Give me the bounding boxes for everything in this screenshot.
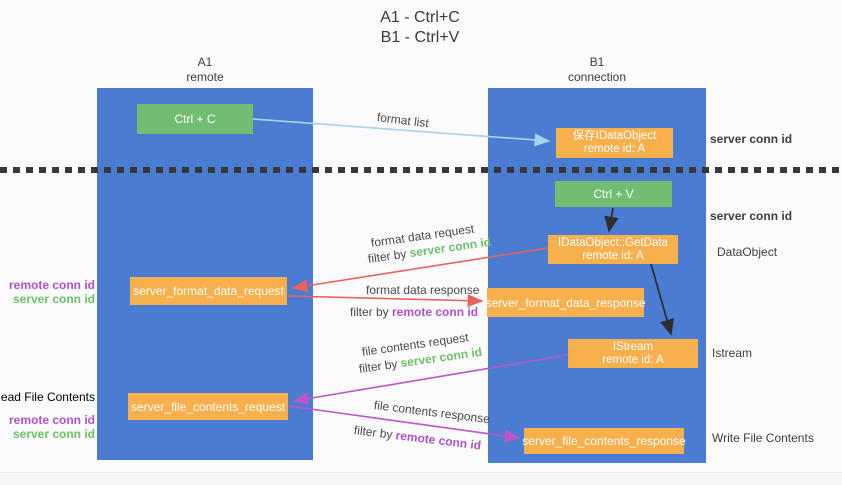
footer-strip bbox=[0, 472, 842, 485]
node-save-idataobject-line2: remote id: A bbox=[583, 143, 646, 155]
title-line-2: B1 - Ctrl+V bbox=[380, 29, 460, 46]
filter-key-remote-conn-id: remote conn id bbox=[392, 305, 479, 319]
label-write-file-contents: Write File Contents bbox=[712, 431, 814, 445]
node-server-format-data-response: server_format_data_response bbox=[485, 288, 646, 317]
label-dataobject: DataObject bbox=[717, 245, 778, 259]
node-ctrl-v: Ctrl + V bbox=[555, 181, 672, 207]
label-filter-by-remote-conn-id-2: filter by remote conn id bbox=[353, 423, 482, 452]
label-server-conn-id-right-top: server conn id bbox=[710, 132, 793, 146]
label-server-conn-id-right-mid: server conn id bbox=[710, 209, 793, 223]
node-save-idataobject: 保存IDataObject remote id: A bbox=[556, 128, 673, 158]
label-group-conn-ids: remote conn id server conn id bbox=[9, 278, 95, 306]
label-file-contents-response: file contents response bbox=[373, 398, 491, 427]
filter-prefix: filter by bbox=[353, 423, 397, 443]
title-line-1: A1 - Ctrl+C bbox=[380, 9, 460, 26]
column-header-a1: A1 remote bbox=[97, 55, 313, 85]
label-remote-conn-id-left-2: remote conn id bbox=[8, 413, 95, 427]
node-idataobject-getdata: IDataObject::GetData remote id: A bbox=[548, 235, 678, 264]
label-format-list: format list bbox=[376, 110, 430, 131]
node-istream: IStream remote id: A bbox=[568, 339, 698, 368]
label-remote-conn-id-left-1: remote conn id bbox=[8, 278, 95, 292]
column-header-b1: B1 connection bbox=[488, 55, 706, 85]
filter-prefix: filter by bbox=[350, 305, 393, 319]
node-idataobject-getdata-line1: IDataObject::GetData bbox=[558, 236, 668, 249]
filter-key-remote-conn-id: remote conn id bbox=[394, 428, 482, 453]
label-filter-by-remote-conn-id-1: filter by remote conn id bbox=[350, 305, 478, 319]
filter-prefix: filter by bbox=[358, 356, 402, 376]
label-group-read-file: Read File Contents remote conn id server… bbox=[0, 390, 95, 441]
column-a1-subtitle: remote bbox=[186, 70, 224, 84]
node-save-idataobject-line1: 保存IDataObject bbox=[572, 130, 657, 142]
column-b1-name: B1 bbox=[589, 55, 605, 69]
node-istream-line1: IStream bbox=[612, 340, 654, 353]
node-idataobject-getdata-line2: remote id: A bbox=[582, 249, 644, 262]
node-ctrl-c: Ctrl + C bbox=[137, 104, 253, 134]
label-read-file-contents: Read File Contents bbox=[0, 390, 95, 404]
column-b1-subtitle: connection bbox=[567, 70, 627, 84]
label-server-conn-id-left-1: server conn id bbox=[12, 292, 95, 306]
node-server-format-data-request: server_format_data_request bbox=[130, 277, 287, 305]
node-server-file-contents-request: server_file_contents_request bbox=[128, 393, 288, 420]
column-a1-name: A1 bbox=[197, 55, 213, 69]
label-server-conn-id-left-2: server conn id bbox=[12, 427, 95, 441]
node-server-file-contents-response: server_file_contents_response bbox=[522, 428, 686, 454]
diagram-title: A1 - Ctrl+C B1 - Ctrl+V bbox=[280, 8, 560, 48]
node-istream-line2: remote id: A bbox=[602, 353, 664, 366]
label-format-data-response: format data response bbox=[366, 283, 480, 297]
label-istream: Istream bbox=[712, 346, 753, 360]
